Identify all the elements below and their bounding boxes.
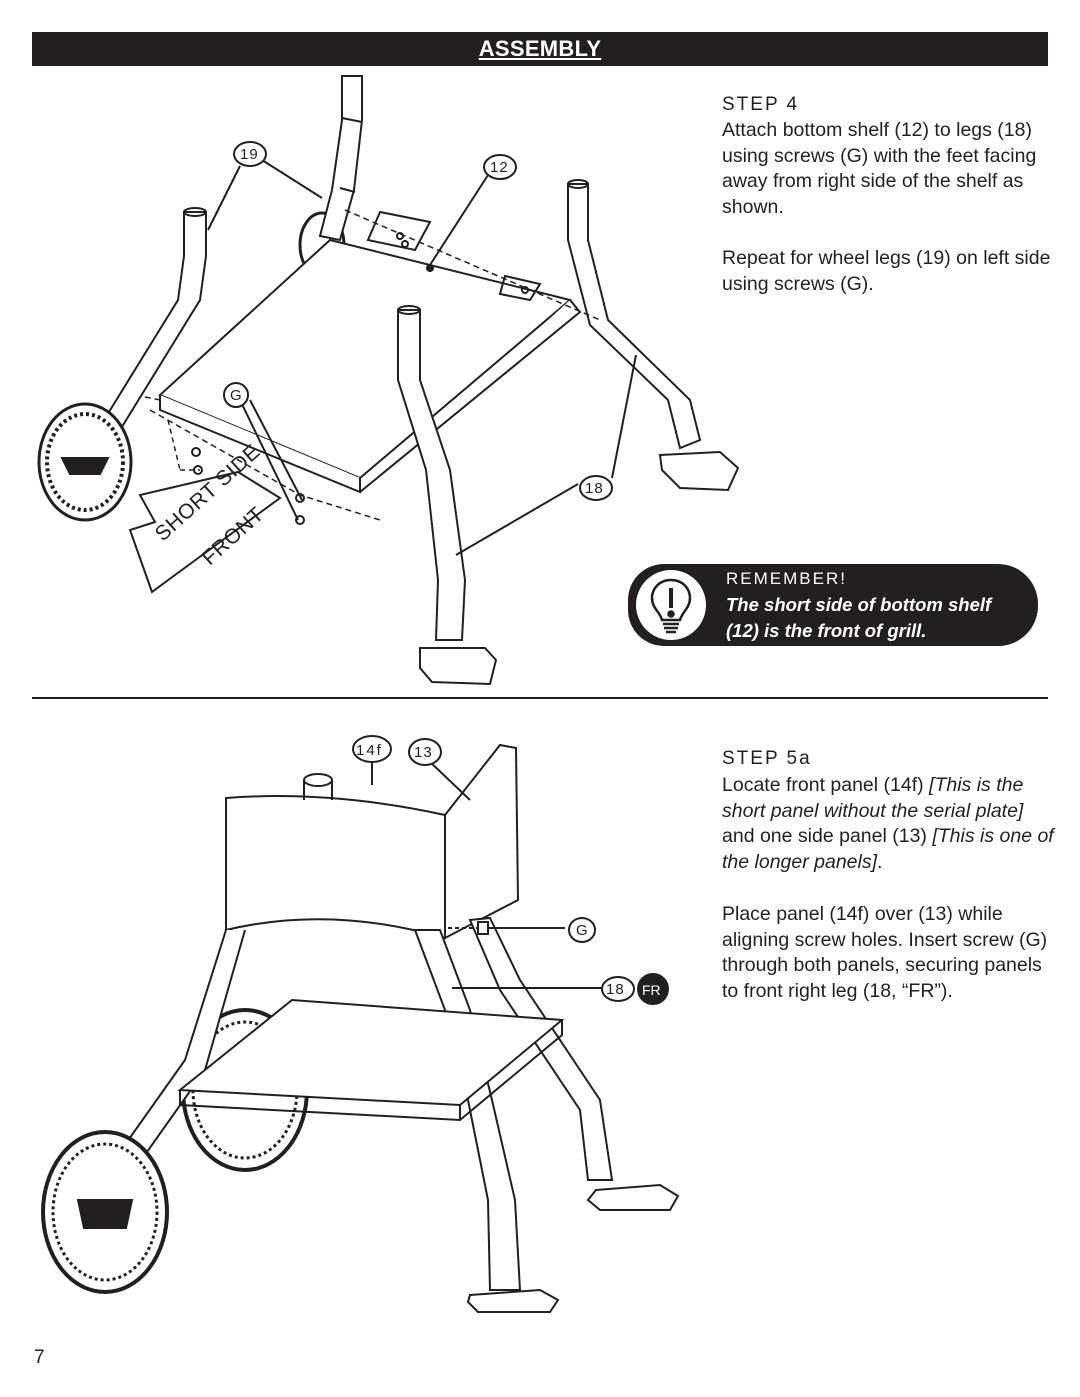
callout-14f: 14f <box>356 742 383 759</box>
callout-13: 13 <box>414 744 433 761</box>
callout-g: G <box>230 387 242 404</box>
step5a-heading: STEP 5a <box>722 748 812 769</box>
step4-instructions: Attach bottom shelf (12) to legs (18) us… <box>722 119 1037 218</box>
step5a-placement-note: Place panel (14f) over (13) while aligni… <box>722 903 1048 1002</box>
front-panel-14f <box>225 795 446 940</box>
rear-wheel-leg <box>318 75 363 242</box>
short-side-front-arrow <box>128 470 282 594</box>
side-panel-13 <box>444 743 520 940</box>
callout-g: G <box>576 922 588 939</box>
step5a-diagram <box>41 735 680 1313</box>
section-header-bar: ASSEMBLY <box>32 32 1048 66</box>
remember-callout: REMEMBER! The short side of bottom shelf… <box>628 564 1038 646</box>
section-title: ASSEMBLY <box>478 36 602 61</box>
remember-title: REMEMBER! <box>726 569 847 588</box>
callout-12: 12 <box>490 159 509 176</box>
step4-diagram <box>37 75 740 686</box>
step4-heading: STEP 4 <box>722 94 800 115</box>
section-divider <box>32 697 1048 699</box>
front-right-leg-18 <box>397 309 467 641</box>
step5a-instructions: Locate front panel (14f) [This is the sh… <box>722 774 1054 873</box>
callout-19: 19 <box>240 146 259 163</box>
callout-18: 18 <box>585 480 604 497</box>
lightbulb-icon <box>636 570 706 640</box>
callout-18: 18 <box>606 981 625 998</box>
remember-text: The short side of bottom shelf (12) is t… <box>726 594 992 641</box>
rear-right-leg <box>567 183 702 450</box>
page-number: 7 <box>34 1347 45 1368</box>
callout-fr: FR <box>642 982 661 998</box>
step4-repeat-note: Repeat for wheel legs (19) on left side … <box>722 247 1051 295</box>
